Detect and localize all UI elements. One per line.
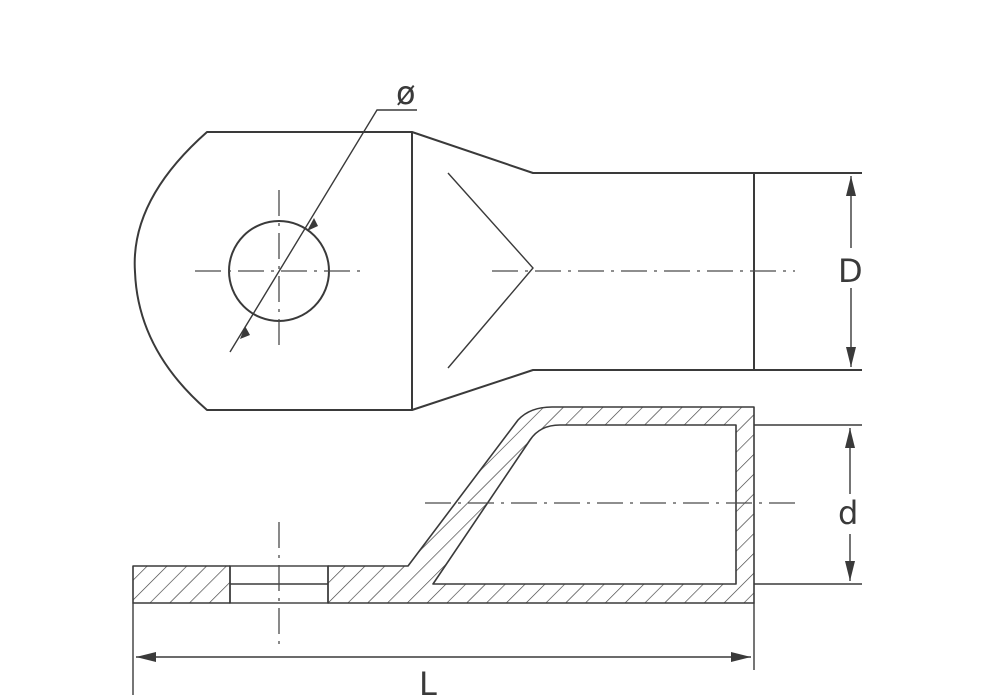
d-inner-label-gap — [836, 494, 866, 534]
diameter-leader — [229, 109, 417, 353]
l-arrow-right — [731, 652, 751, 662]
d-outer-label-gap — [836, 248, 866, 288]
outer-diameter-label: D — [838, 252, 863, 290]
crimp-chevron — [447, 172, 534, 369]
palm-section-left — [132, 565, 231, 604]
top-view: ø D — [133, 74, 866, 411]
side-section-view: d L — [132, 406, 866, 700]
lug-palm-outline — [133, 131, 413, 411]
barrel-section-wall — [327, 406, 755, 604]
diameter-arrow-top — [307, 218, 318, 231]
length-label: L — [419, 665, 437, 700]
diameter-arrow-bottom — [240, 326, 250, 339]
diameter-label: ø — [396, 74, 416, 112]
d-outer-arrow-bottom — [846, 347, 856, 367]
d-inner-arrow-top — [845, 428, 855, 448]
inner-diameter-label: d — [838, 494, 858, 532]
d-outer-arrow-top — [846, 176, 856, 196]
lug-barrel-outline — [411, 131, 862, 411]
l-arrow-left — [136, 652, 156, 662]
d-inner-arrow-bottom — [845, 561, 855, 581]
